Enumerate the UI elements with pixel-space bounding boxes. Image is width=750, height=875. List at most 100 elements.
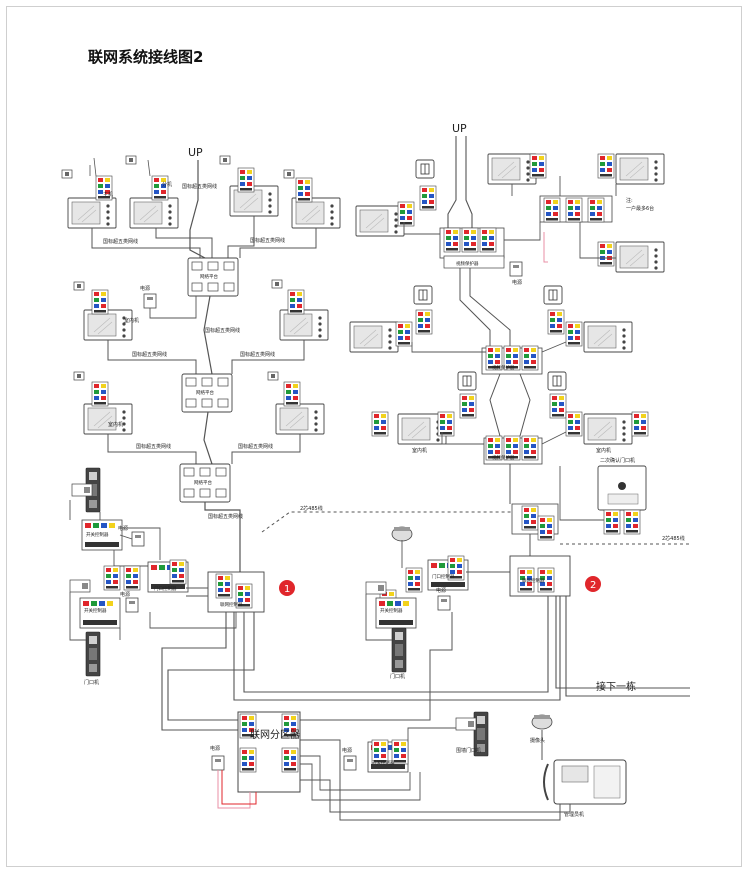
terminal-block — [565, 321, 583, 347]
switch-label: 开关控制器 — [372, 759, 395, 766]
network-controller-label: 联网控制器 — [522, 577, 545, 584]
power-supply — [125, 597, 139, 613]
protector-label: 视频保护器 — [492, 364, 515, 371]
terminal-block — [549, 393, 567, 419]
power-label: 电源 — [140, 285, 150, 292]
badge-2 — [585, 576, 601, 592]
terminal-block — [543, 197, 561, 223]
cable-label: 国标超五类网线 — [240, 351, 275, 358]
terminal-block — [631, 411, 649, 437]
plug-icon — [271, 279, 283, 289]
wire485-label: 2芯485线 — [662, 535, 685, 542]
protector-label: 视频保护器 — [492, 454, 515, 461]
power-supply — [509, 261, 523, 277]
door-controller-label: 门口控制器 — [154, 585, 177, 592]
indoor-label: 室内机 — [124, 317, 139, 324]
terminal-block — [623, 509, 641, 535]
host-label: 主机 — [103, 191, 113, 198]
terminal-block — [587, 197, 605, 223]
door-station — [391, 627, 407, 673]
plug-icon — [283, 169, 295, 179]
cable-label: 国标超五类网线 — [132, 351, 167, 358]
monitor-indoor — [487, 153, 537, 185]
terminal-block — [281, 747, 299, 773]
terminal-block — [239, 747, 257, 773]
terminal-block — [237, 167, 255, 193]
terminal-block — [437, 411, 455, 437]
indoor-label: 室内机 — [412, 447, 427, 454]
lock — [69, 579, 91, 593]
terminal-block — [169, 559, 187, 585]
terminal-block — [521, 505, 539, 531]
terminal-block — [479, 227, 497, 253]
power-supply — [437, 595, 451, 611]
next-building-label: 接下一栋 — [596, 680, 636, 693]
switch-label: 开关控制器 — [86, 531, 109, 538]
wire485-label: 2芯485线 — [300, 505, 323, 512]
plug-icon — [267, 371, 279, 381]
lock — [365, 581, 387, 595]
terminal-block — [123, 565, 141, 591]
bottom-bus: 接下一栋 联网分区器 电源 开关控制器 电源 围墙门口机 摄像头 — [161, 596, 690, 821]
terminal-block — [371, 411, 389, 437]
plug-icon — [219, 155, 231, 165]
door-controller-label: 门口控制器 — [432, 573, 455, 580]
lock — [455, 717, 477, 731]
right-building: UP 视频保护器 电源 注: 一户最多6台 — [261, 122, 690, 680]
power-label: 电源 — [118, 525, 128, 532]
plug-icon — [73, 281, 85, 291]
plug-icon — [125, 155, 137, 165]
door-icon — [413, 285, 433, 305]
power-label: 电源 — [512, 279, 522, 286]
badge-1 — [279, 580, 295, 596]
monitor-indoor — [83, 309, 133, 341]
up-label-left: UP — [188, 146, 203, 159]
power-label: 电源 — [342, 747, 352, 754]
terminal-block — [91, 381, 109, 407]
monitor-indoor — [615, 153, 665, 185]
monitor-indoor — [355, 205, 405, 237]
terminal-block — [395, 321, 413, 347]
protector-label: 视频保护器 — [456, 260, 479, 267]
cable-label: 国标超五类网线 — [205, 327, 240, 334]
power-supply — [343, 755, 357, 771]
management-label: 管理员机 — [564, 811, 584, 818]
monitor-indoor — [279, 309, 329, 341]
monitor-indoor — [583, 413, 633, 445]
indoor-label: 室内机 — [108, 421, 123, 428]
terminal-block — [295, 177, 313, 203]
indoor-label: 室内机 — [596, 447, 611, 454]
terminal-block — [397, 201, 415, 227]
second-confirm-label: 二次确认门口机 — [600, 457, 635, 464]
terminal-block — [287, 289, 305, 315]
camera-label: 摄像头 — [530, 737, 545, 744]
door-station — [85, 631, 101, 677]
switch-label: 开关控制器 — [84, 607, 107, 614]
terminal-block — [537, 515, 555, 541]
terminal-block — [597, 153, 615, 179]
plug-icon — [73, 371, 85, 381]
door-icon — [543, 285, 563, 305]
monitor-extension — [129, 197, 179, 229]
fence-door-label: 围墙门口机 — [456, 747, 481, 754]
diagram-frame — [6, 6, 742, 867]
switch-label: 开关控制器 — [380, 607, 403, 614]
terminal-block — [103, 565, 121, 591]
terminal-block — [529, 153, 547, 179]
door-icon — [457, 371, 477, 391]
cable-label: 国标超五类网线 — [238, 443, 273, 450]
terminal-block — [405, 567, 423, 593]
power-supply — [211, 755, 225, 771]
terminal-block — [597, 241, 615, 267]
terminal-block — [547, 309, 565, 335]
terminal-block — [603, 509, 621, 535]
terminal-block — [151, 175, 169, 201]
terminal-block — [521, 435, 539, 461]
platform-label: 网络平台 — [196, 389, 214, 396]
page-title: 联网系统接线图2 — [88, 48, 204, 66]
monitor-indoor — [615, 241, 665, 273]
note-label: 注: — [626, 197, 633, 204]
plug-icon — [61, 169, 73, 179]
power-label: 电源 — [210, 745, 220, 752]
